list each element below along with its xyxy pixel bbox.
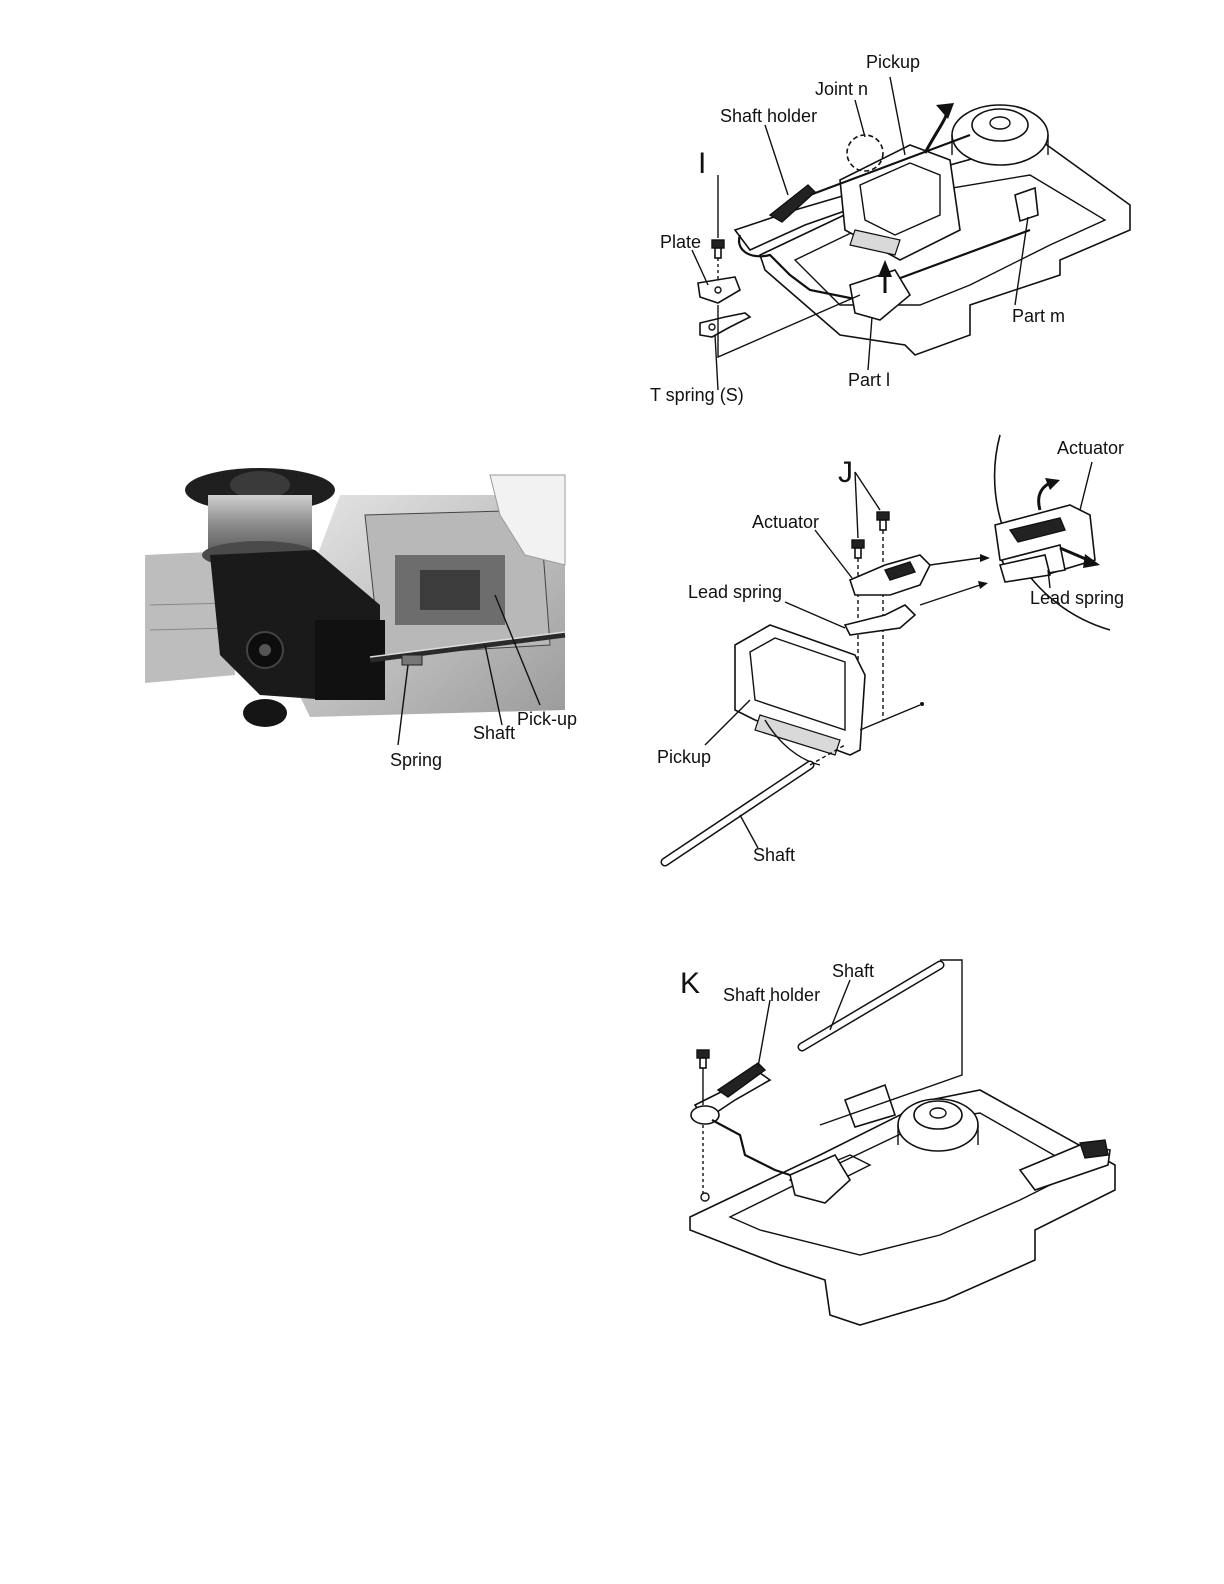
photo-label-pickup: Pick-up xyxy=(517,709,577,729)
fig-j-screw-1 xyxy=(852,540,864,558)
fig-j-label-actuator: Actuator xyxy=(752,512,819,532)
fig-i-step-letter: I xyxy=(698,147,706,180)
fig-i-label-t-spring: T spring (S) xyxy=(650,385,744,405)
fig-i-label-part-m: Part m xyxy=(1012,306,1065,326)
photo-label-spring: Spring xyxy=(390,750,442,770)
fig-j-label-shaft: Shaft xyxy=(753,845,795,865)
figure-step-k-svg: K Shaft holder Shaft xyxy=(640,955,1140,1340)
fig-i-label-plate: Plate xyxy=(660,232,701,252)
figure-step-k: K Shaft holder Shaft xyxy=(640,955,1140,1340)
fig-k-label-shaft: Shaft xyxy=(832,961,874,981)
fig-i-label-shaft-holder: Shaft holder xyxy=(720,106,817,126)
figure-step-j-svg: J Actuator Lead spring Pickup Shaft Actu… xyxy=(640,430,1140,875)
fig-j-label-pickup: Pickup xyxy=(657,747,711,767)
fig-i-t-spring xyxy=(700,313,750,337)
fig-j-step-letter: J xyxy=(838,456,853,489)
photo-pickup-core xyxy=(420,570,480,610)
photo-spring xyxy=(402,655,422,665)
fig-j-inset-label-lead-spring: Lead spring xyxy=(1030,588,1124,608)
fig-k-screw xyxy=(697,1050,709,1068)
fig-i-part-m xyxy=(1015,188,1038,221)
fig-j-label-lead-spring: Lead spring xyxy=(688,582,782,602)
figure-step-i: Pickup Joint n Shaft holder I Plate Part… xyxy=(640,45,1140,415)
fig-j-lead-spring xyxy=(845,605,915,635)
photo-label-shaft: Shaft xyxy=(473,723,515,743)
fig-j-inset-label-actuator: Actuator xyxy=(1057,438,1124,458)
fig-i-label-pickup: Pickup xyxy=(866,52,920,72)
fig-i-label-part-l: Part l xyxy=(848,370,890,390)
figure-step-i-svg: Pickup Joint n Shaft holder I Plate Part… xyxy=(640,45,1140,415)
fig-k-step-letter: K xyxy=(680,967,700,1000)
fig-i-screw xyxy=(712,240,724,258)
pickup-photo: Spring Shaft Pick-up xyxy=(140,455,590,785)
figure-step-j: J Actuator Lead spring Pickup Shaft Actu… xyxy=(640,430,1140,875)
fig-i-label-joint-n: Joint n xyxy=(815,79,868,99)
fig-i-rotate-arrow xyxy=(925,110,946,153)
pickup-photo-svg: Spring Shaft Pick-up xyxy=(140,455,590,785)
photo-foot xyxy=(243,699,287,727)
fig-k-label-shaft-holder: Shaft holder xyxy=(723,985,820,1005)
fig-j-screw-2 xyxy=(877,512,889,530)
fig-i-plate xyxy=(698,277,740,303)
